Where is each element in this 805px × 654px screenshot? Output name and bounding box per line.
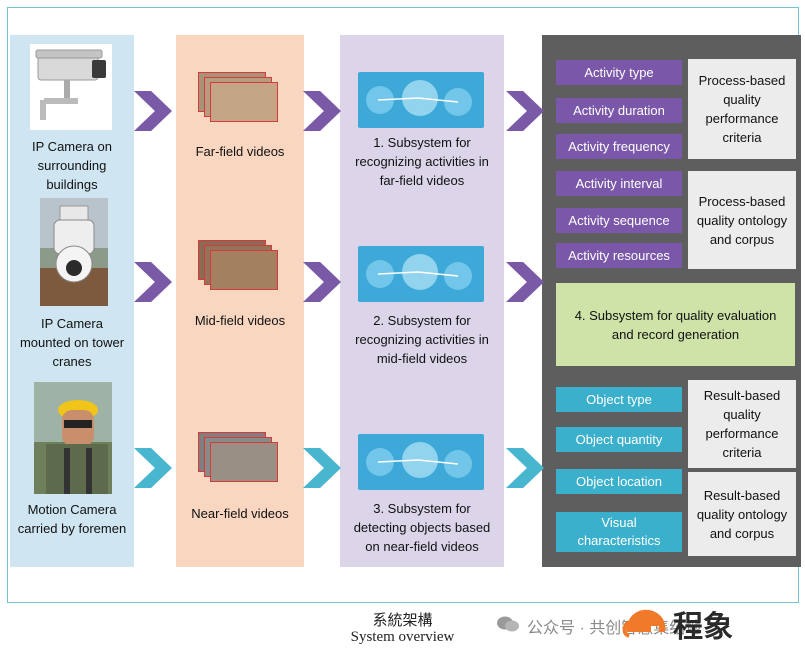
criteria-label: Result-based quality ontology and corpus <box>696 487 788 541</box>
figure-caption-en: System overview <box>350 629 455 645</box>
activity-tag: Activity resources <box>556 243 682 268</box>
ai-network-icon <box>358 434 484 490</box>
video-frames-stack <box>198 72 280 122</box>
camera-label: Motion Camera carried by foremen <box>17 502 127 536</box>
figure-caption-zh: 系統架構 <box>372 613 433 629</box>
video-frames-stack <box>198 240 280 290</box>
subsystem-label: 2. Subsystem for recognizing activities … <box>355 313 489 366</box>
ip-camera-icon <box>30 44 112 130</box>
video-frames-stack <box>198 432 280 482</box>
criteria-box: Result-based quality ontology and corpus <box>688 472 796 556</box>
worker-photo <box>34 382 112 494</box>
criteria-box: Result-based quality performance criteri… <box>688 380 796 468</box>
evaluation-label: 4. Subsystem for quality evaluation and … <box>574 307 777 342</box>
ai-network-icon <box>358 72 484 128</box>
watermark: 公众号 · 共创智慧集结地 程象 <box>497 606 797 644</box>
dome-camera-icon <box>40 198 108 306</box>
video-label: Mid-field videos <box>194 313 286 328</box>
criteria-box: Process-based quality performance criter… <box>688 59 796 159</box>
video-label: Near-field videos <box>191 506 289 521</box>
activity-tag: Activity frequency <box>556 134 682 159</box>
video-label: Far-field videos <box>195 144 285 159</box>
object-tag: Object type <box>556 387 682 412</box>
logo-text: 程象 <box>673 611 733 644</box>
activity-tag: Activity interval <box>556 171 682 196</box>
criteria-label: Process-based quality performance criter… <box>698 73 786 145</box>
criteria-label: Process-based quality ontology and corpu… <box>696 193 788 247</box>
wechat-icon <box>497 616 519 632</box>
ai-network-icon <box>358 246 484 302</box>
elephant-logo-icon <box>622 609 666 638</box>
camera-label: IP Camera mounted on tower cranes <box>19 316 125 369</box>
criteria-label: Result-based quality performance criteri… <box>703 388 781 460</box>
activity-tag: Activity sequence <box>556 208 682 233</box>
evaluation-subsystem-box: 4. Subsystem for quality evaluation and … <box>556 283 795 366</box>
subsystem-label: 3. Subsystem for detecting objects based… <box>353 501 491 554</box>
subsystem-label: 1. Subsystem for recognizing activities … <box>355 135 489 188</box>
activity-tag: Activity duration <box>556 98 682 123</box>
camera-label: IP Camera on surrounding buildings <box>32 139 112 192</box>
activity-tag: Activity type <box>556 60 682 85</box>
object-tag: Object location <box>556 469 682 494</box>
object-tag: Object quantity <box>556 427 682 452</box>
object-tag: Visual characteristics <box>556 512 682 552</box>
criteria-box: Process-based quality ontology and corpu… <box>688 171 796 269</box>
